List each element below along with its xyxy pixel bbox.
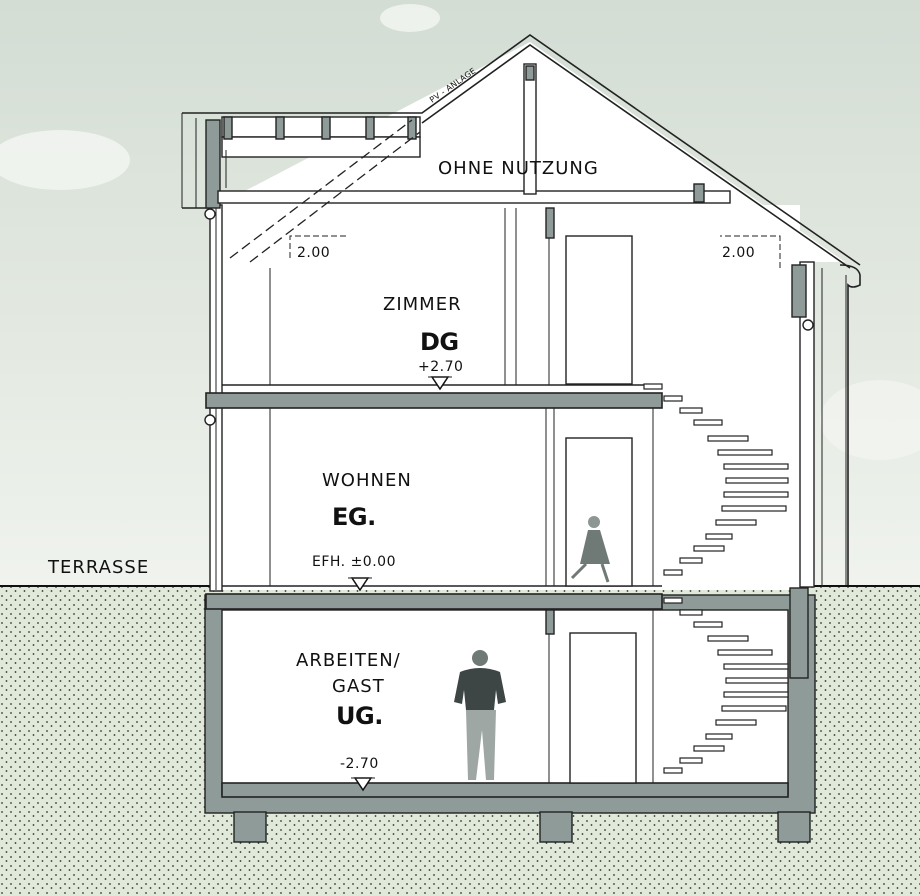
- basement-interior: [221, 609, 789, 796]
- ug-room-label-line2: GAST: [332, 676, 385, 697]
- left-wall-top: [205, 119, 221, 209]
- girl-figure: [570, 516, 610, 583]
- ug-elevation: -2.70: [340, 756, 379, 772]
- right-wall: [799, 261, 815, 588]
- foundation-right: [777, 811, 811, 843]
- attic-label: OHNE NUTZUNG: [438, 158, 599, 179]
- eg-level-label: EG.: [332, 503, 376, 531]
- right-wall-lower: [789, 587, 809, 679]
- eg-elevation: EFH. ±0.00: [312, 554, 396, 570]
- eg-room-label: WOHNEN: [322, 470, 412, 491]
- cloud: [0, 130, 130, 190]
- foundation-mid: [539, 811, 573, 843]
- ug-level-label: UG.: [336, 702, 383, 730]
- dg-level-label: DG: [420, 328, 459, 356]
- attic-floor-beam: [217, 190, 731, 204]
- spiral-staircase: [643, 383, 789, 774]
- dg-door: [565, 235, 633, 385]
- height-left-label: 2.00: [297, 245, 330, 261]
- basement-floor-slab: [221, 782, 789, 798]
- man-figure: [454, 650, 506, 780]
- dg-room-label: ZIMMER: [383, 294, 462, 315]
- gutter-right: [839, 264, 861, 585]
- cloud: [380, 4, 440, 32]
- dg-elevation: +2.70: [418, 359, 463, 375]
- cloud: [820, 380, 920, 460]
- roof-outline: [182, 34, 861, 266]
- dashed-rafter: [229, 119, 413, 259]
- ug-door: [569, 632, 637, 784]
- dg-floor-slab: [205, 392, 663, 409]
- ug-room-label-line1: ARBEITEN/: [296, 650, 401, 671]
- foundation-left: [233, 811, 267, 843]
- flat-roof-beam: [221, 116, 421, 138]
- terrace-label: TERRASSE: [47, 557, 149, 578]
- height-right-label: 2.00: [722, 245, 755, 261]
- eg-floor-slab: [205, 593, 663, 610]
- right-wall-post: [791, 264, 807, 318]
